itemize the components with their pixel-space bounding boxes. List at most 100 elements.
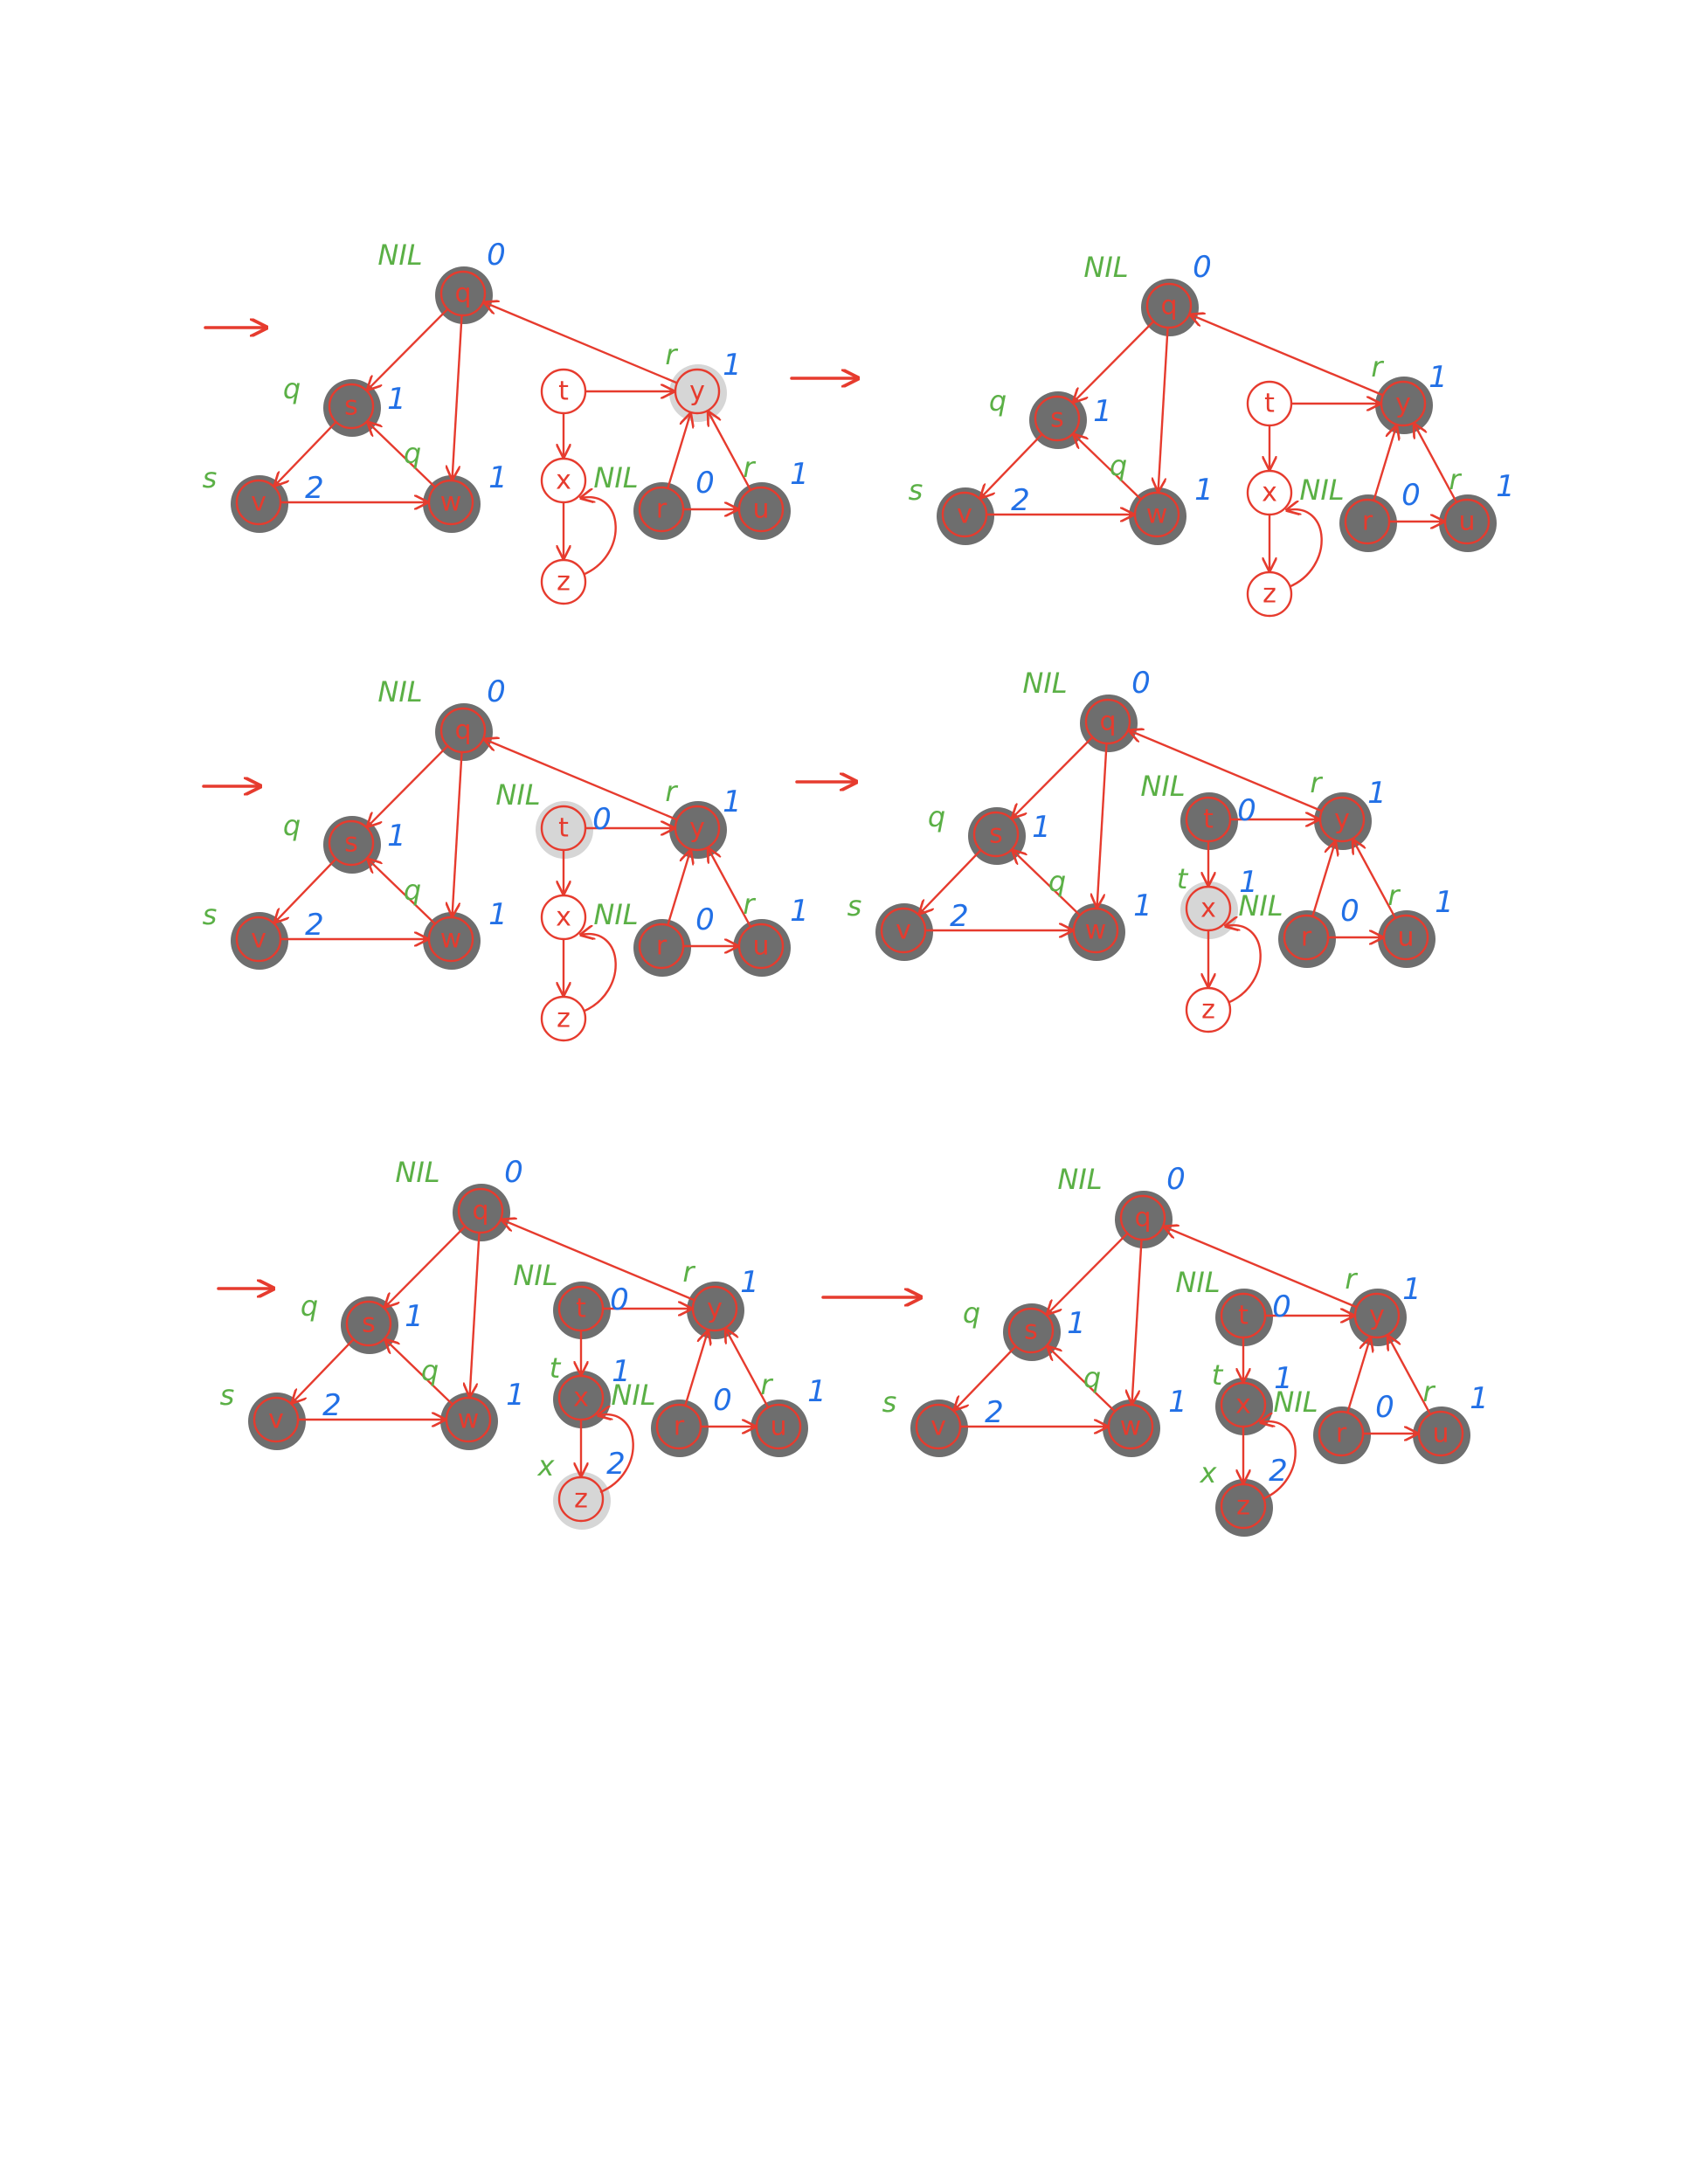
- distance-label-s: 1: [387, 382, 406, 417]
- edge-u-y: [1388, 1337, 1432, 1415]
- node-s: [328, 383, 375, 430]
- edge-y-q: [502, 1220, 695, 1302]
- parent-label-y: r: [1371, 350, 1384, 384]
- node-x: [1220, 1381, 1267, 1428]
- node-z-label: z: [1263, 579, 1276, 610]
- node-v-label: v: [930, 1412, 946, 1442]
- distance-label-y: 1: [723, 784, 742, 819]
- node-z: [1246, 570, 1293, 618]
- node-z: [1220, 1482, 1267, 1530]
- node-t: [1246, 380, 1293, 427]
- distance-label-y: 1: [740, 1265, 759, 1300]
- distance-label-r: 0: [713, 1383, 732, 1418]
- node-s-label: s: [344, 828, 358, 859]
- node-w-label: w: [1120, 1412, 1142, 1442]
- edge-u-y: [1415, 425, 1458, 503]
- node-r-label: r: [1301, 923, 1312, 953]
- node-v-label: v: [957, 500, 972, 530]
- edge-y-q: [1165, 1227, 1358, 1309]
- parent-label-y: r: [665, 338, 678, 371]
- node-v: [915, 1403, 962, 1450]
- node-y-label: y: [707, 1294, 723, 1324]
- node-x: [1246, 469, 1293, 516]
- node-y: [674, 368, 721, 415]
- parent-label-q: NIL: [1057, 1163, 1102, 1196]
- node-w: [1133, 491, 1180, 538]
- edge-q-s: [368, 744, 449, 826]
- distance-label-u: 1: [807, 1374, 827, 1409]
- distance-label-w: 1: [1133, 888, 1152, 923]
- node-q-label: q: [454, 715, 471, 746]
- distance-label-w: 1: [488, 897, 508, 932]
- node-r-label: r: [1362, 507, 1373, 537]
- node-t: [1220, 1292, 1267, 1339]
- edge-q-w: [453, 314, 463, 479]
- edge-q-s: [1013, 736, 1094, 818]
- parent-label-r: NIL: [593, 898, 638, 931]
- distance-label-z: 2: [1269, 1454, 1288, 1489]
- parent-label-x: t: [1177, 862, 1189, 895]
- node-y: [691, 1285, 738, 1332]
- node-x-label: x: [1262, 478, 1277, 508]
- node-r-label: r: [1336, 1419, 1347, 1449]
- node-z: [557, 1476, 605, 1523]
- node-t-label: t: [558, 377, 569, 407]
- edge-y-q: [1191, 314, 1384, 397]
- distance-label-s: 1: [1093, 394, 1112, 429]
- node-w: [445, 1396, 492, 1443]
- node-y-label: y: [1334, 805, 1350, 835]
- distance-label-q: 0: [504, 1155, 523, 1190]
- node-r: [1283, 914, 1330, 961]
- node-q: [439, 270, 487, 317]
- distance-label-v: 2: [1011, 483, 1030, 518]
- edge-q-s: [368, 308, 449, 390]
- parent-label-v: s: [847, 889, 862, 923]
- parent-label-s: q: [989, 384, 1007, 418]
- node-y-label: y: [689, 377, 705, 407]
- distance-label-t: 0: [1272, 1289, 1291, 1324]
- parent-label-q: NIL: [1083, 251, 1128, 284]
- parent-label-u: r: [1387, 879, 1401, 912]
- distance-label-s: 1: [387, 819, 406, 854]
- node-x: [1185, 885, 1232, 932]
- node-y-label: y: [1395, 389, 1411, 419]
- node-x-label: x: [573, 1383, 589, 1413]
- parent-label-w: q: [404, 874, 421, 907]
- edge-q-w: [1097, 743, 1108, 907]
- node-t: [1185, 796, 1232, 843]
- parent-label-s: q: [963, 1296, 980, 1330]
- parent-label-w: q: [404, 437, 421, 470]
- distance-label-v: 2: [305, 471, 324, 506]
- edge-s-v: [275, 858, 337, 923]
- edge-u-y: [709, 849, 752, 928]
- parent-label-u: r: [743, 888, 756, 921]
- edge-z-x: [1226, 925, 1262, 1005]
- edge-r-y: [1373, 426, 1396, 501]
- node-u: [1382, 914, 1429, 961]
- edge-s-v: [920, 849, 982, 914]
- parent-label-q: NIL: [377, 675, 422, 708]
- parent-label-v: s: [220, 1379, 235, 1412]
- parent-label-u: r: [743, 451, 756, 484]
- parent-label-q: NIL: [395, 1156, 439, 1189]
- parent-label-s: q: [928, 800, 945, 833]
- parent-label-v: s: [203, 461, 218, 494]
- node-q-label: q: [1134, 1203, 1151, 1234]
- node-v: [880, 907, 927, 954]
- node-v: [253, 1396, 300, 1443]
- edge-w-s: [1074, 435, 1142, 501]
- node-x-label: x: [556, 902, 571, 933]
- distance-label-v: 2: [950, 899, 969, 934]
- node-q: [1119, 1194, 1166, 1241]
- node-t-label: t: [576, 1294, 586, 1324]
- edge-z-x: [1261, 1421, 1297, 1501]
- node-r: [638, 486, 685, 533]
- node-x: [540, 894, 587, 941]
- distance-label-r: 0: [1401, 478, 1421, 513]
- node-u: [755, 1403, 802, 1450]
- node-v-label: v: [896, 916, 911, 946]
